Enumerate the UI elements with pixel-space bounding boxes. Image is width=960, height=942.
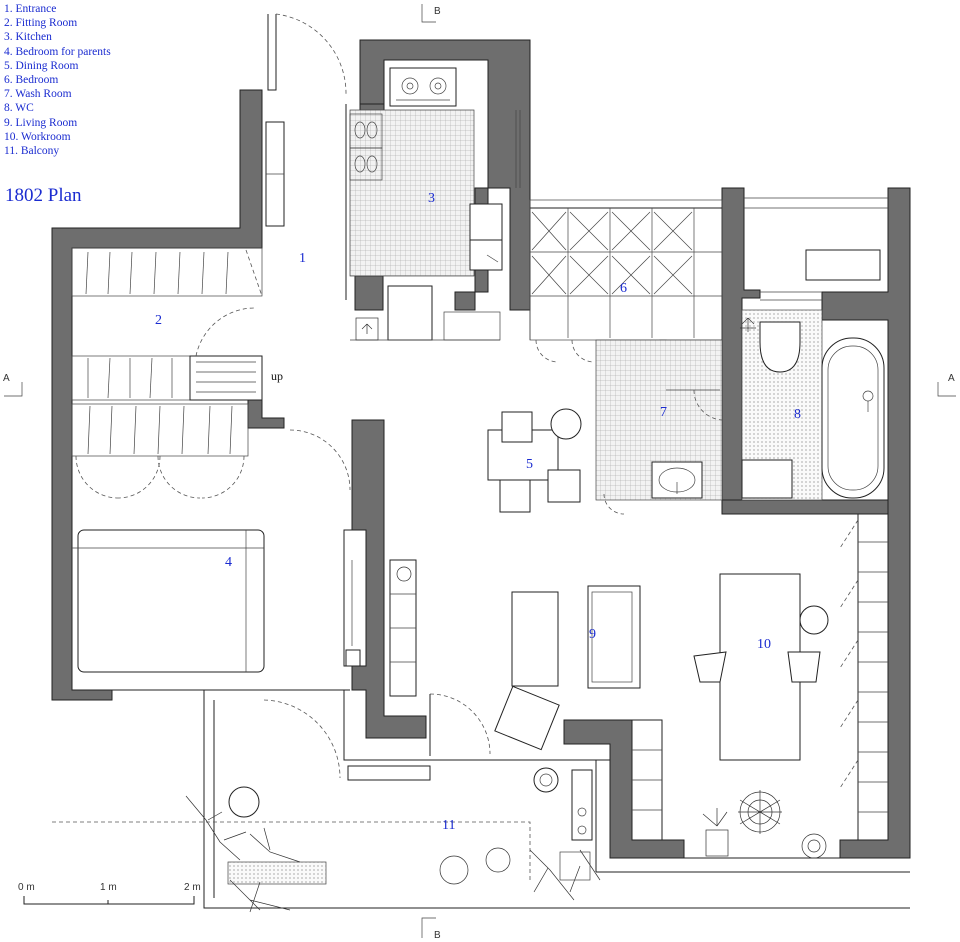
dining-chair <box>501 411 533 443</box>
kitchen <box>349 67 503 341</box>
stair-label: up <box>271 369 283 383</box>
wc-basin <box>741 459 793 499</box>
legend-item: 11. Balcony <box>4 145 60 158</box>
planter <box>533 767 559 793</box>
coffee-table <box>511 591 559 687</box>
room-label-workroom: 10 <box>757 637 771 652</box>
balcony-edge <box>52 821 531 880</box>
legend: 1. Entrance 2. Fitting Room 3. Kitchen 4… <box>4 2 111 158</box>
bedroom-4 <box>72 455 367 691</box>
legend-item: 8. WC <box>4 102 34 115</box>
chair <box>693 651 727 683</box>
stool <box>550 408 582 440</box>
stool <box>228 786 260 818</box>
chair <box>787 651 821 683</box>
room-labels: 1 2 3 4 5 6 7 8 9 10 11 up <box>155 191 801 833</box>
room-label-fitting-room: 2 <box>155 313 162 328</box>
legend-item: 4. Bedroom for parents <box>4 45 111 58</box>
stair <box>189 355 263 401</box>
plan-title: 1802 Plan <box>5 185 82 206</box>
section-a-right: A <box>948 373 955 384</box>
scale-label: 0 m <box>18 882 35 893</box>
fridge-block <box>354 275 384 311</box>
room-label-living: 9 <box>589 627 596 642</box>
legend-item: 9. Living Room <box>4 116 78 129</box>
section-a-left: A <box>3 373 10 384</box>
section-b-bottom: B <box>434 930 441 941</box>
room-label-entrance: 1 <box>299 251 306 266</box>
wardrobe <box>343 529 367 667</box>
legend-item: 10. Workroom <box>4 130 71 143</box>
kitchen-counter <box>387 285 433 341</box>
bed <box>77 529 265 673</box>
scale-label: 2 m <box>184 882 201 893</box>
stool <box>799 605 829 635</box>
bedroom-6 <box>529 199 723 363</box>
wc <box>740 249 885 501</box>
workroom <box>631 513 889 859</box>
section-b-top: B <box>434 6 441 17</box>
living-room <box>389 559 641 756</box>
kitchen-sink <box>469 203 503 241</box>
dining-chair <box>499 479 531 513</box>
wash-room <box>595 339 723 501</box>
legend-item: 5. Dining Room <box>4 59 79 72</box>
scale-label: 1 m <box>100 882 117 893</box>
room-label-dining: 5 <box>526 457 533 472</box>
entrance-door-swing <box>275 13 347 95</box>
room-label-bedroom: 6 <box>620 281 627 296</box>
bench <box>347 765 431 781</box>
plant <box>185 795 601 913</box>
room-label-bedroom-parents: 4 <box>225 555 232 570</box>
shelf-units <box>349 113 383 181</box>
wall-wc-south <box>721 499 889 515</box>
openings <box>289 110 888 515</box>
legend-item: 1. Entrance <box>4 3 57 15</box>
legend-item: 3. Kitchen <box>4 31 52 44</box>
bookshelf-east <box>857 513 889 841</box>
legend-item: 6. Bedroom <box>4 74 59 87</box>
work-table <box>719 573 801 761</box>
room-label-kitchen: 3 <box>428 191 435 206</box>
section-markers: B B A A <box>3 4 956 941</box>
plant <box>702 790 827 859</box>
room-label-wc: 8 <box>794 407 801 422</box>
scale-bar: 0 m 1 m 2 m <box>18 882 201 905</box>
wall-central <box>351 419 427 739</box>
fitting-room <box>71 247 263 457</box>
room-label-balcony: 11 <box>442 818 455 833</box>
legend-item: 2. Fitting Room <box>4 17 78 30</box>
dining-chair <box>547 469 581 503</box>
entrance <box>261 13 347 300</box>
armchair <box>494 685 560 751</box>
toilet <box>759 321 801 373</box>
legend-item: 7. Wash Room <box>4 88 72 101</box>
dining-room <box>487 408 582 513</box>
wall-fitting-east <box>247 399 285 429</box>
room-label-wash-room: 7 <box>660 405 667 420</box>
kitchen-floor-tiles <box>349 109 475 277</box>
bathtub <box>821 337 885 499</box>
balcony <box>52 690 910 913</box>
sofa <box>587 585 641 689</box>
